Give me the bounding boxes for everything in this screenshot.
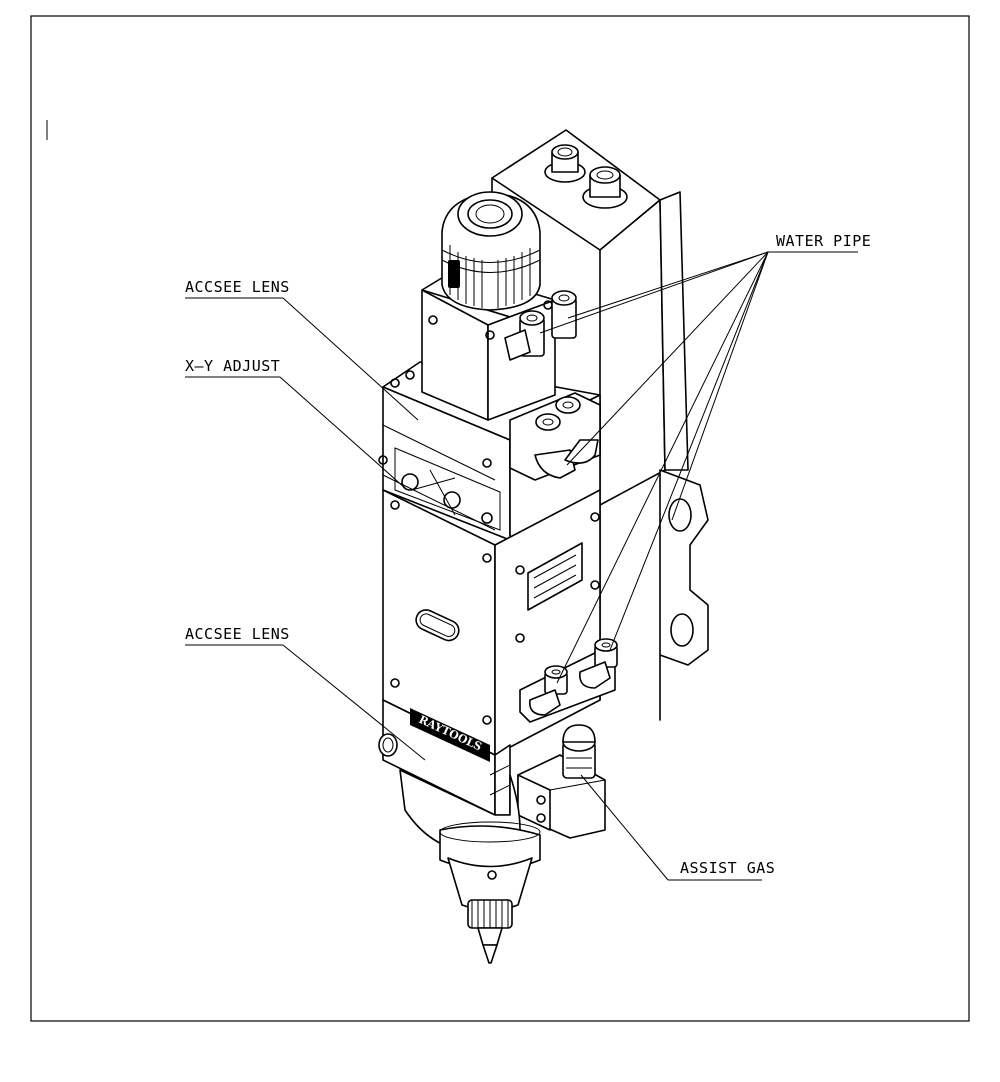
top-water-fitting-2 [582,166,628,209]
upper-water-fittings [504,290,577,361]
qbh-knurled-cap [441,191,541,311]
middle-water-block [509,392,601,481]
leader-xy-adjust [279,376,406,489]
leader-accsee-bottom [282,644,426,761]
top-water-fitting-1 [544,144,586,183]
leader-water-pipe [539,251,858,684]
label-xy-adjust: X—Y ADJUST [185,357,280,375]
lower-water-fittings [519,638,618,723]
label-water-pipe: WATER PIPE [776,232,871,250]
drawing-frame [30,15,970,1022]
nozzle-assembly [399,769,541,964]
label-accsee-lens-bottom: ACCSEE LENS [185,625,290,643]
leader-accsee-top [282,297,419,421]
label-assist-gas: ASSIST GAS [680,859,775,877]
leader-assist-gas [580,774,669,881]
label-accsee-lens-top: ACCSEE LENS [185,278,290,296]
assist-gas-bracket [517,724,606,839]
upper-module [421,191,577,421]
